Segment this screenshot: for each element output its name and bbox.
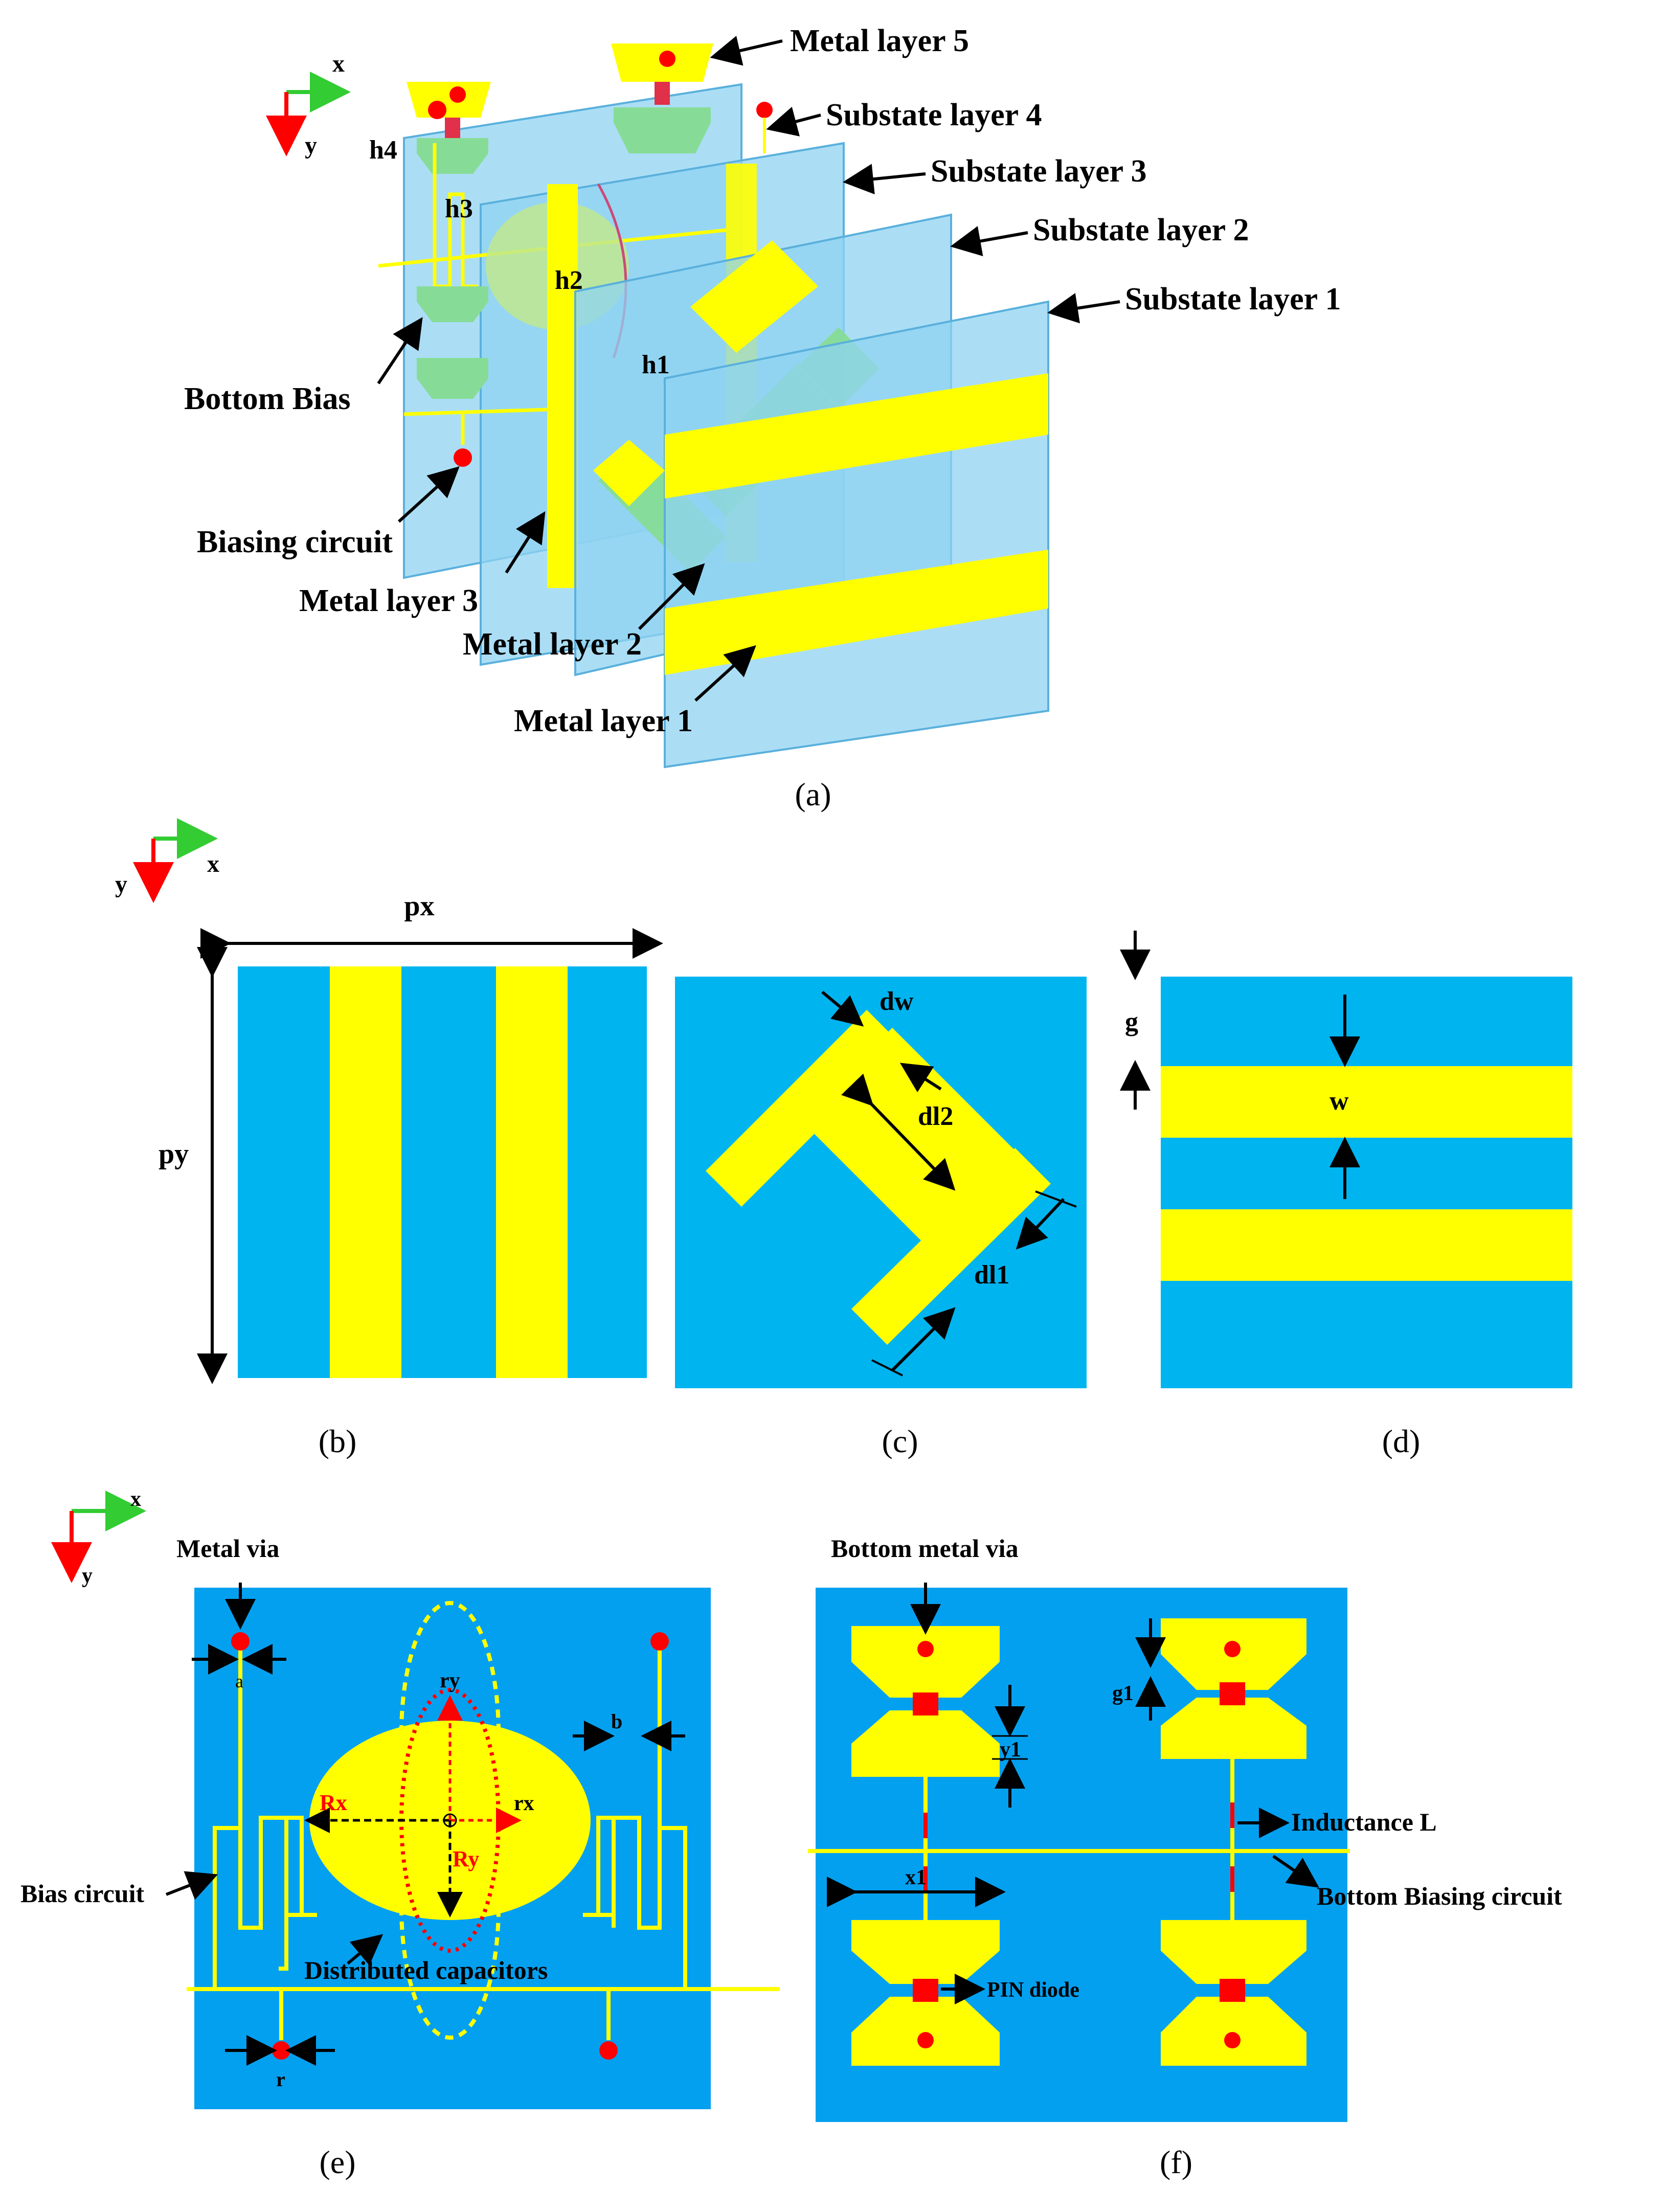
caption-c: (c): [882, 1423, 918, 1459]
axis-y-label-e: y: [82, 1564, 93, 1588]
metal-layer-1-strip-2: [665, 550, 1048, 675]
horizontal-strip-1: [1161, 1066, 1572, 1138]
caption-e: (e): [319, 2144, 355, 2180]
metal-layer-1-label: Metal layer 1: [514, 704, 693, 738]
bowtie-pad-top-right: [1161, 1618, 1306, 1759]
g1-label: g1: [1112, 1682, 1134, 1705]
bottom-metal-via-label: Bottom metal via: [831, 1534, 1019, 1563]
bottom-bias-label: Bottom Bias: [184, 381, 351, 416]
metal-via-right: [650, 1632, 669, 1651]
Ry-label: Ry: [453, 1846, 479, 1871]
x1-label: x1: [905, 1866, 927, 1889]
caption-b: (b): [319, 1423, 357, 1459]
Rx-label: Rx: [320, 1790, 347, 1815]
substrate-layer-1: [664, 300, 1049, 769]
pin-diode-label: PIN diode: [987, 1978, 1079, 2002]
axis-x-label-b: x: [207, 850, 219, 877]
axis-indicator-e: x y: [51, 1487, 146, 1588]
substrate-layer-2-label: Substate layer 2: [1033, 213, 1249, 247]
metal-layer-3-strip-1: [547, 184, 578, 588]
metal-layer-5: [407, 43, 773, 174]
metal-layer-1-strip-1: [665, 373, 1048, 499]
substrate-layer-4-label: Substate layer 4: [826, 98, 1042, 132]
axis-indicator-a: x y: [266, 50, 351, 159]
panel-f: Bottom metal via g1 y1 x1 Inductance L B…: [808, 1534, 1562, 2180]
distributed-capacitors-label: Distributed capacitors: [304, 1956, 548, 1984]
panel-b: px py (b): [159, 890, 663, 1459]
py-label: py: [159, 1138, 189, 1170]
h2-label: h2: [555, 266, 583, 295]
bias-via-right: [599, 2041, 618, 2060]
metal-layer-2-label: Metal layer 2: [463, 627, 642, 662]
g-label: g: [1125, 1007, 1138, 1036]
h4-label: h4: [369, 136, 397, 165]
axis-indicator-b: x y: [115, 818, 219, 903]
inductance-label: Inductance L: [1291, 1808, 1437, 1836]
bias-circuit-a: [378, 143, 727, 467]
bowtie-pad-top-left: [851, 1626, 1000, 1777]
px-label: px: [404, 890, 434, 922]
b-label: b: [611, 1710, 622, 1733]
dl2-label: dl2: [918, 1102, 953, 1131]
axis-x-label-e: x: [130, 1487, 141, 1511]
bias-circuit-label: Bias circuit: [20, 1879, 144, 1908]
substrate-layer-3-label: Substate layer 3: [931, 154, 1147, 189]
ry-label: ry: [440, 1669, 460, 1692]
panel-e: ry rx Rx Ry a b r Metal via Bias circuit…: [20, 1534, 780, 2180]
panel-a: x y: [184, 24, 1341, 812]
r-label: r: [276, 2068, 285, 2091]
dl1-label: dl1: [974, 1260, 1009, 1290]
substrate-layer-1-label: Substate layer 1: [1125, 282, 1341, 317]
caption-f: (f): [1160, 2144, 1192, 2180]
vertical-strip-1: [330, 966, 401, 1378]
a-label: a: [235, 1671, 243, 1691]
panel-d: g w (d): [1120, 931, 1572, 1459]
axis-y-label-a: y: [305, 132, 317, 159]
w-label: w: [1329, 1087, 1349, 1116]
axis-y-label-b: y: [115, 871, 127, 898]
metal-layer-5-label: Metal layer 5: [790, 24, 969, 58]
bowtie-pad-bottom-left: [851, 1920, 1000, 2066]
caption-a: (a): [795, 776, 831, 812]
h1-label: h1: [642, 350, 670, 379]
bias-circuit-e: [187, 1641, 780, 2040]
vertical-strip-2: [496, 966, 568, 1378]
biasing-circuit-label: Biasing circuit: [197, 525, 393, 559]
rx-label: rx: [514, 1792, 534, 1815]
caption-d: (d): [1382, 1423, 1421, 1459]
bias-via-left: [272, 2041, 290, 2060]
y1-label: y1: [1000, 1738, 1021, 1762]
axis-x-label-a: x: [332, 50, 345, 77]
bowtie-pad-bottom-right: [1161, 1920, 1306, 2066]
callout-arrows-a: [377, 35, 1120, 702]
metal-via-left: [231, 1632, 250, 1651]
bottom-biasing-circuit-label: Bottom Biasing circuit: [1317, 1882, 1562, 1910]
panel-c: dw dl2 dl1 (c): [675, 977, 1087, 1459]
dw-label: dw: [880, 987, 914, 1016]
metal-via-label: Metal via: [176, 1534, 279, 1563]
metal-layer-3-label: Metal layer 3: [299, 583, 478, 618]
h3-label: h3: [445, 194, 473, 223]
horizontal-strip-2: [1161, 1209, 1572, 1281]
